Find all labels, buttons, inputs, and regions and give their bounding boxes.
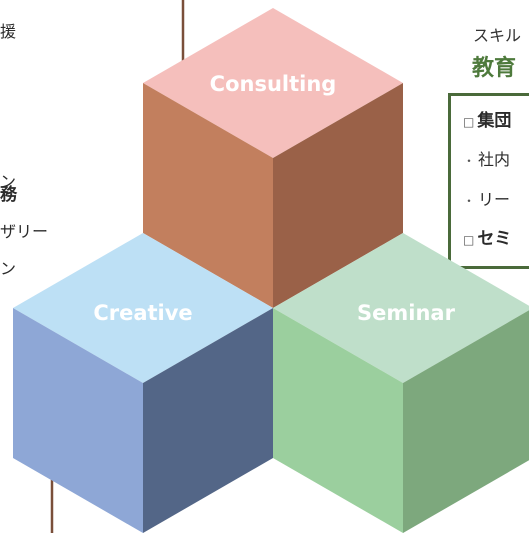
right-panel-subtitle: スキル <box>473 26 522 45</box>
box-item-3-marker: ・ <box>463 194 476 208</box>
cube-seminar-right-face <box>403 310 529 533</box>
cube-creative-label: Creative <box>93 301 192 325</box>
cube-consulting-label: Consulting <box>210 72 337 96</box>
box-item-3-text: リー <box>478 190 511 209</box>
cube-seminar: Seminar <box>273 233 529 533</box>
box-item-1-text: 集団 <box>477 111 512 131</box>
cube-seminar-label: Seminar <box>357 301 456 325</box>
left-text-4: ザリー <box>0 222 49 241</box>
right-panel-box: □集団 ・社内 ・リー □セミ <box>448 93 529 269</box>
cube-seminar-left-face <box>273 308 403 533</box>
left-text-5: ン <box>0 259 17 278</box>
cube-creative-right-face <box>143 308 273 533</box>
cube-seminar-top-face <box>273 233 529 383</box>
right-panel-title: 教育 <box>472 56 517 81</box>
left-text-2: ン <box>0 172 17 191</box>
left-text-1: 援 <box>0 22 17 41</box>
box-item-2: ・社内 <box>463 146 510 170</box>
left-text-3: 務 <box>0 185 17 205</box>
cube-creative: Creative <box>13 233 273 533</box>
box-item-1-marker: □ <box>463 115 475 129</box>
box-item-3: ・リー <box>463 186 510 210</box>
box-item-4: □セミ <box>463 224 511 249</box>
box-item-4-text: セミ <box>477 229 512 249</box>
cube-creative-left-face <box>13 308 143 533</box>
box-item-1: □集団 <box>463 106 511 131</box>
box-item-2-text: 社内 <box>478 150 511 169</box>
box-item-2-marker: ・ <box>463 154 476 168</box>
box-item-4-marker: □ <box>463 233 475 247</box>
